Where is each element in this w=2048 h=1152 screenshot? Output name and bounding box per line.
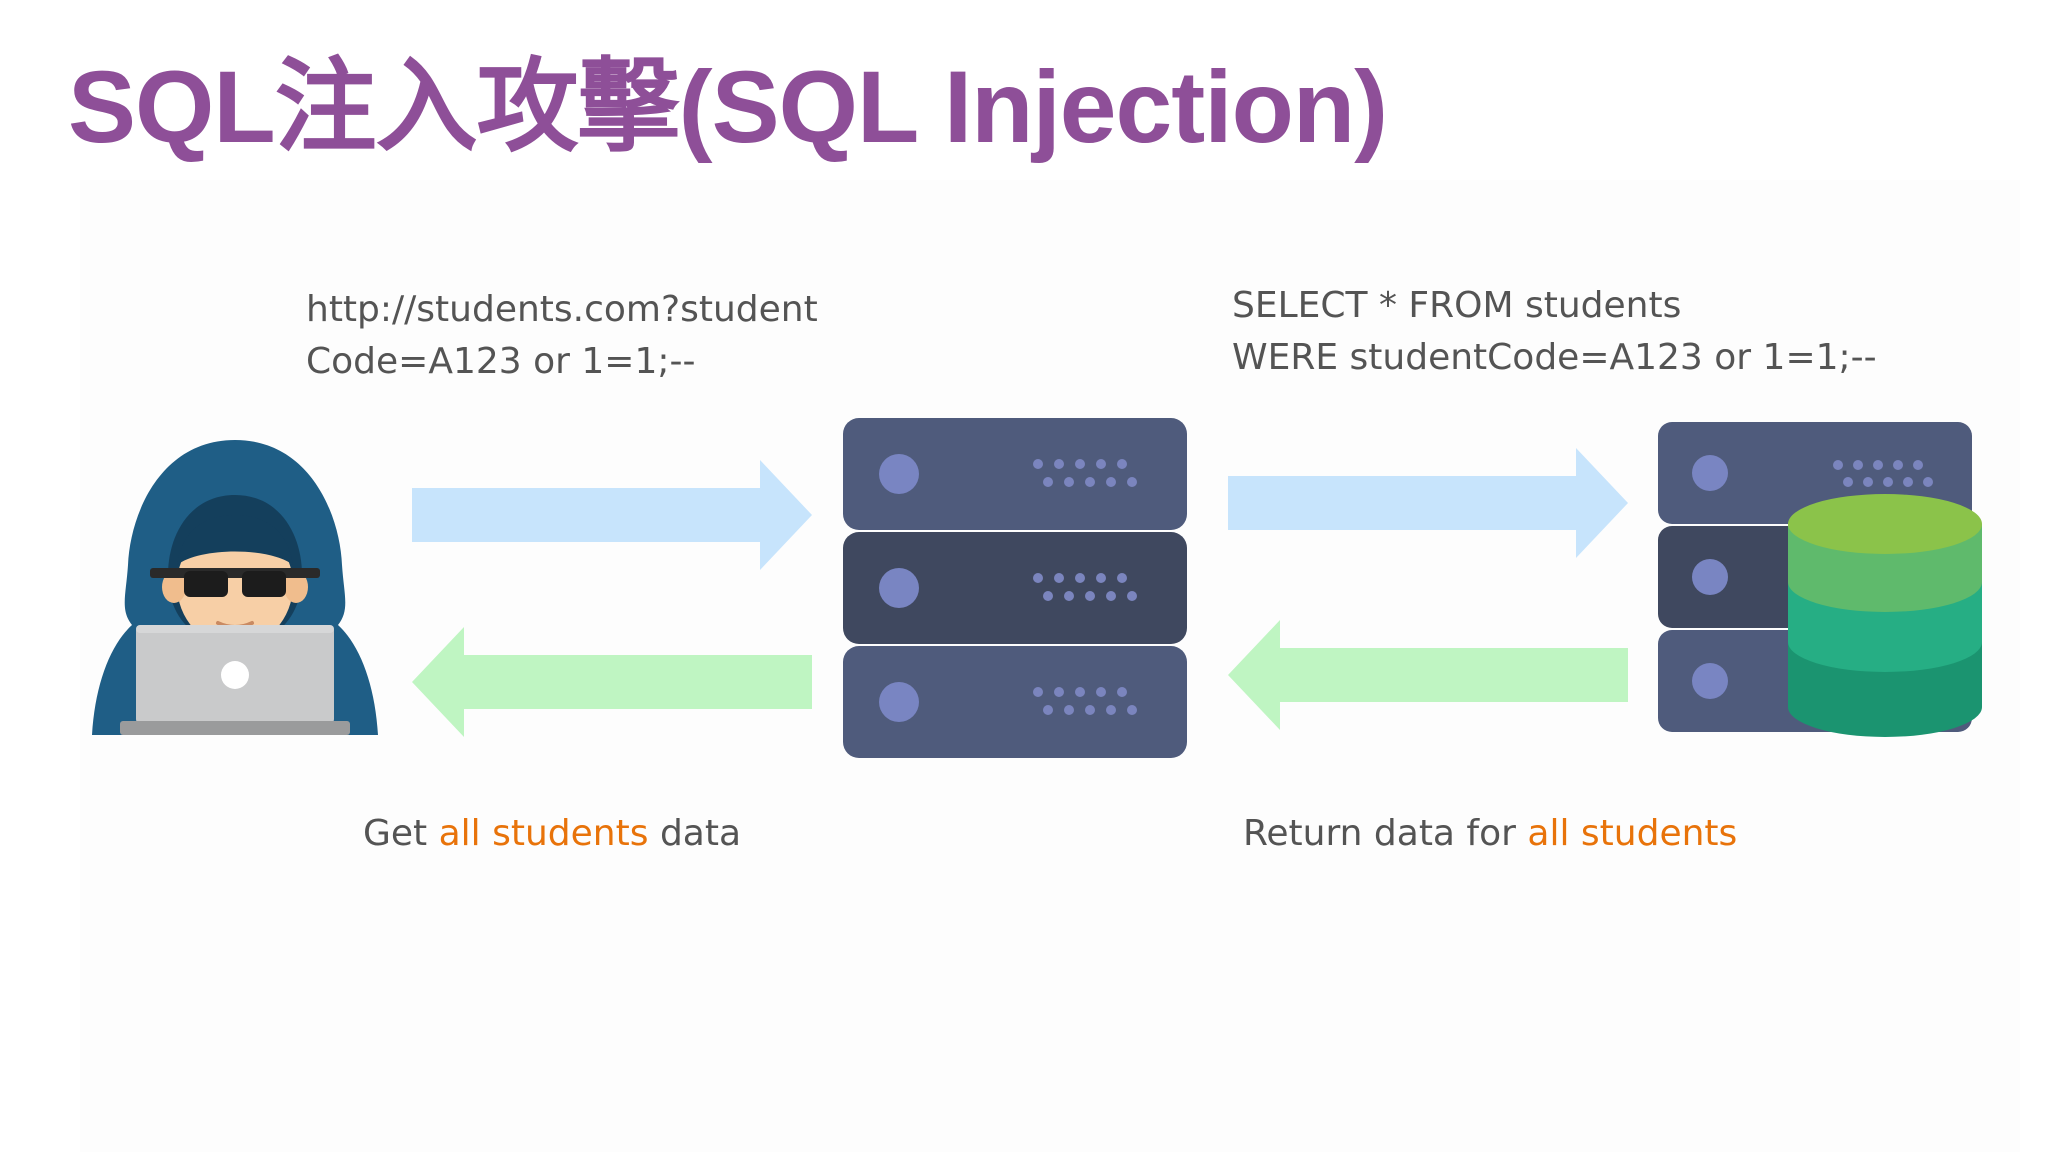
caption-return-data: Return data for all students [1243, 808, 1737, 860]
page-title: SQL注入攻擊(SQL Injection) [68, 50, 1388, 164]
caption-left-suffix: data [648, 813, 742, 854]
request-url-line-1: http://students.com?student [306, 289, 818, 330]
request-url-text: http://students.com?student Code=A123 or… [306, 284, 818, 388]
web-server-icon [843, 418, 1187, 758]
database-server-icon [1658, 422, 1982, 737]
caption-get-all-students: Get all students data [363, 808, 741, 860]
arrow-response-left-icon [412, 627, 812, 737]
caption-left-highlight: all students [438, 813, 649, 854]
arrow-request-right-icon [412, 460, 812, 570]
arrow-data-left-icon [1228, 620, 1628, 730]
hacker-laptop-icon [92, 440, 378, 735]
sql-query-line-2: WERE studentCode=A123 or 1=1;-- [1232, 337, 1877, 378]
arrow-query-right-icon [1228, 448, 1628, 558]
caption-right-highlight: all students [1527, 813, 1738, 854]
sql-query-text: SELECT * FROM students WERE studentCode=… [1232, 280, 1877, 384]
sql-query-line-1: SELECT * FROM students [1232, 285, 1682, 326]
caption-left-prefix: Get [363, 813, 439, 854]
caption-right-prefix: Return data for [1243, 813, 1528, 854]
request-url-line-2: Code=A123 or 1=1;-- [306, 341, 696, 382]
